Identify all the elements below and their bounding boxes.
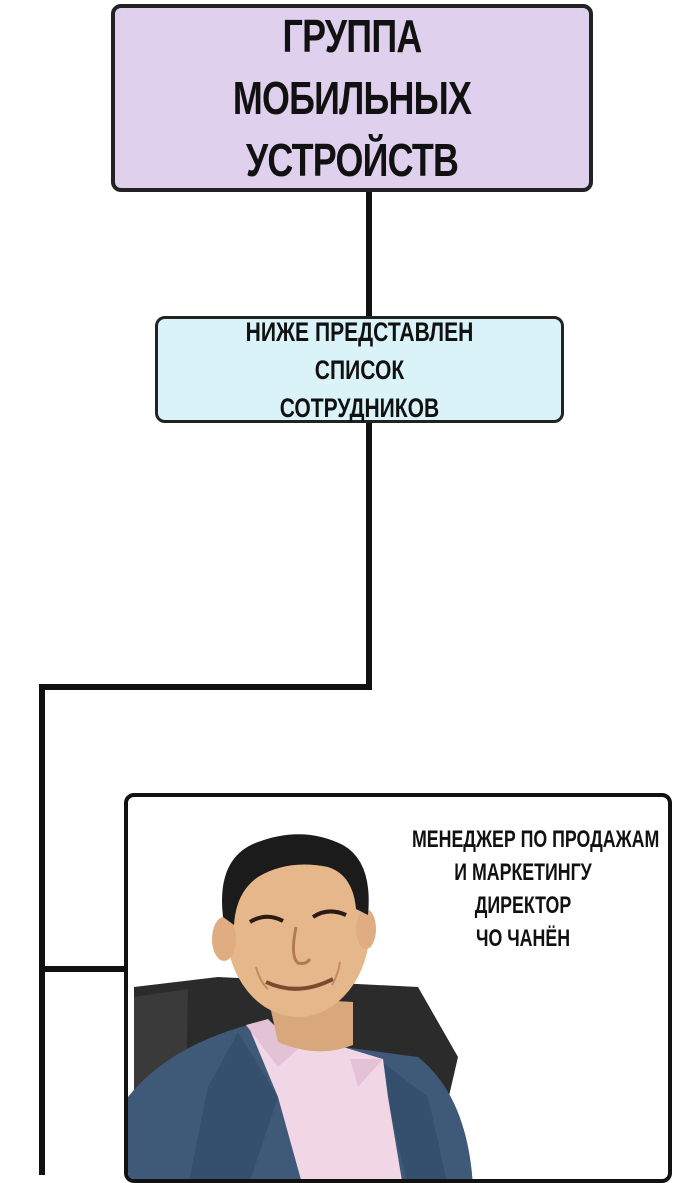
- employee-list-line2: сотрудников: [279, 392, 440, 423]
- employee-list-line1: Ниже представлен список: [245, 316, 474, 385]
- department-title-line2: устройств: [245, 134, 459, 186]
- connector-middle-down: [366, 421, 372, 689]
- connector-horizontal-to-panel: [39, 966, 127, 972]
- department-title-box: Группа мобильных устройств: [111, 4, 593, 192]
- employee-role-line1: Менеджер по продажам: [412, 826, 660, 853]
- connector-vertical-left: [39, 684, 45, 1175]
- employee-position: директор: [474, 892, 572, 919]
- employee-panel: Менеджер по продажам и маркетингу директ…: [124, 793, 672, 1183]
- connector-horizontal-upper: [39, 684, 372, 690]
- employee-portrait: [128, 834, 473, 1179]
- employee-caption: Менеджер по продажам и маркетингу директ…: [373, 823, 668, 955]
- employee-role-line2: и маркетингу: [454, 859, 592, 886]
- employee-list-box: Ниже представлен список сотрудников: [155, 316, 564, 423]
- department-title-line1: Группа мобильных: [232, 10, 472, 124]
- department-title: Группа мобильных устройств: [167, 5, 537, 191]
- employee-list-heading: Ниже представлен список сотрудников: [202, 313, 516, 427]
- connector-top-to-middle: [366, 190, 372, 318]
- employee-name: Чо Чанён: [475, 925, 571, 952]
